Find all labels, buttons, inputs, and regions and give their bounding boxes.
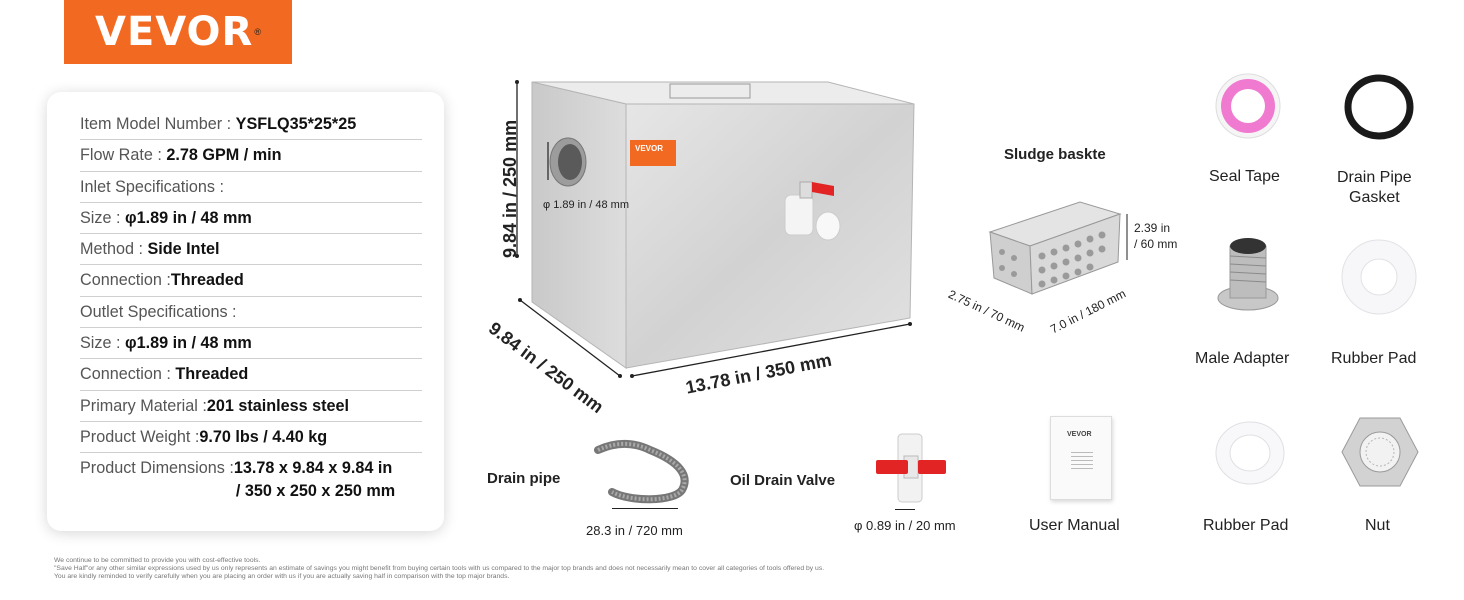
spec-value: 201 stainless steel bbox=[206, 396, 350, 415]
manual-lines bbox=[1071, 452, 1093, 453]
spec-value: 9.70 lbs / 4.40 kg bbox=[199, 427, 328, 446]
spec-row-inlet-connection: Connection :Threaded bbox=[80, 265, 422, 297]
spec-value: YSFLQ35*25*25 bbox=[235, 115, 357, 133]
spec-label: Size : bbox=[80, 208, 125, 227]
gasket-title-line-1: Drain Pipe bbox=[1337, 169, 1412, 186]
spec-label: Product Weight : bbox=[80, 427, 200, 446]
seal-tape-title: Seal Tape bbox=[1209, 168, 1280, 185]
nut-image bbox=[1341, 417, 1419, 487]
footer-line-1: We continue to be committed to provide y… bbox=[54, 557, 261, 564]
dimensions-line-2: / 350 x 250 x 250 mm bbox=[235, 482, 396, 501]
spec-row-method: Method : Side Intel bbox=[80, 234, 422, 266]
spec-row-outlet-connection: Connection : Threaded bbox=[80, 359, 422, 391]
rubber-pad-2-title: Rubber Pad bbox=[1203, 517, 1289, 534]
male-adapter-title: Male Adapter bbox=[1195, 350, 1290, 367]
spec-row-outlet-heading: Outlet Specifications : bbox=[80, 297, 422, 329]
oil-valve-title: Oil Drain Valve bbox=[730, 472, 836, 489]
seal-tape-image bbox=[1215, 73, 1281, 139]
rubber-pad-2-image bbox=[1215, 421, 1285, 485]
spec-value: Threaded bbox=[175, 365, 249, 384]
spec-label: Connection : bbox=[80, 365, 176, 384]
spec-label: Size : bbox=[80, 334, 125, 353]
drain-pipe-dim-line bbox=[612, 508, 678, 509]
basket-height-label: 2.39 in / 60 mm bbox=[1134, 220, 1177, 252]
manual-brand: VEVOR bbox=[1067, 431, 1092, 438]
spec-value: Side Intel bbox=[147, 240, 220, 259]
inlet-size-label: φ 1.89 in / 48 mm bbox=[543, 199, 630, 211]
spec-value: 2.78 GPM / min bbox=[166, 146, 282, 165]
drain-pipe-title: Drain pipe bbox=[487, 470, 561, 487]
spec-label: Product Dimensions : bbox=[80, 459, 234, 478]
gasket-title: Drain Pipe Gasket bbox=[1337, 168, 1412, 208]
rubber-pad-image bbox=[1341, 239, 1417, 315]
nut-title: Nut bbox=[1365, 517, 1390, 534]
dimensions-line-1: 13.78 x 9.84 x 9.84 in bbox=[233, 459, 393, 478]
spec-label: Outlet Specifications : bbox=[80, 302, 237, 321]
user-manual-title: User Manual bbox=[1029, 517, 1120, 534]
drain-pipe-image bbox=[594, 440, 689, 504]
footer-line-3: You are kindly reminded to verify carefu… bbox=[54, 573, 510, 580]
tank-height-label: 9.84 in / 250 mm bbox=[500, 119, 520, 258]
oil-valve-size: φ 0.89 in / 20 mm bbox=[854, 518, 956, 533]
spec-value: φ1.89 in / 48 mm bbox=[124, 334, 252, 353]
footer-line-2: "Save Half"or any other similar expressi… bbox=[54, 565, 825, 572]
gasket-title-line-2: Gasket bbox=[1349, 189, 1400, 206]
spec-value: 13.78 x 9.84 x 9.84 in / 350 x 250 x 250… bbox=[234, 458, 395, 501]
spec-label: Item Model Number : bbox=[80, 115, 236, 133]
spec-label: Flow Rate : bbox=[80, 146, 167, 165]
oil-drain-valve-image bbox=[876, 433, 946, 503]
user-manual-image: VEVOR bbox=[1050, 416, 1112, 500]
spec-label: Primary Material : bbox=[80, 396, 207, 415]
logo-text: VEVOR bbox=[95, 9, 254, 55]
rubber-pad-1-title: Rubber Pad bbox=[1331, 350, 1417, 367]
spec-label: Inlet Specifications : bbox=[80, 177, 224, 196]
spec-row-inlet-heading: Inlet Specifications : bbox=[80, 172, 422, 203]
spec-row-material: Primary Material :201 stainless steel bbox=[80, 391, 422, 422]
spec-row-flow: Flow Rate : 2.78 GPM / min bbox=[80, 140, 422, 172]
drain-pipe-size: 28.3 in / 720 mm bbox=[586, 523, 683, 538]
tank-badge-text: VEVOR bbox=[635, 144, 663, 153]
grease-trap-tank-image: VEVOR bbox=[515, 80, 915, 378]
spec-row-inlet-size: Size : φ1.89 in / 48 mm bbox=[80, 203, 422, 235]
spec-label: Method : bbox=[80, 240, 148, 259]
registered-mark: ® bbox=[254, 27, 261, 37]
vevor-logo: VEVOR® bbox=[64, 0, 292, 64]
spec-card: Item Model Number : YSFLQ35*25*25 Flow R… bbox=[47, 92, 444, 531]
basket-height-line-2: / 60 mm bbox=[1134, 237, 1178, 251]
basket-title: Sludge baskte bbox=[1004, 146, 1106, 163]
spec-row-outlet-size: Size : φ1.89 in / 48 mm bbox=[80, 328, 422, 360]
spec-row-weight: Product Weight :9.70 lbs / 4.40 kg bbox=[80, 422, 422, 454]
spec-value: Threaded bbox=[170, 271, 244, 290]
basket-height-line-1: 2.39 in bbox=[1134, 221, 1171, 235]
sludge-basket-image bbox=[988, 201, 1128, 295]
male-adapter-image bbox=[1217, 238, 1279, 311]
spec-label: Connection : bbox=[80, 271, 171, 290]
footer-disclaimer: We continue to be committed to provide y… bbox=[54, 557, 1054, 581]
spec-row-model: Item Model Number : YSFLQ35*25*25 bbox=[80, 109, 422, 141]
spec-row-dimensions: Product Dimensions : 13.78 x 9.84 x 9.84… bbox=[80, 453, 422, 506]
drain-pipe-gasket-image bbox=[1344, 74, 1414, 140]
oil-valve-dim-line bbox=[895, 509, 915, 510]
spec-value: φ1.89 in / 48 mm bbox=[124, 208, 252, 227]
